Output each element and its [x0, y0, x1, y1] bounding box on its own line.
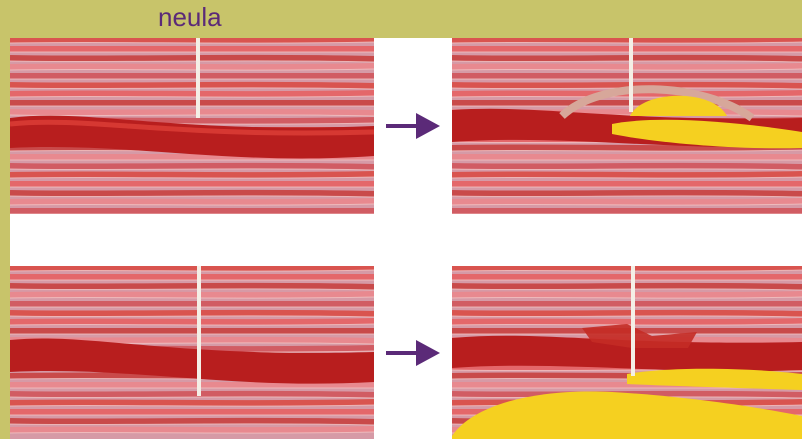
arrow-right-icon	[386, 111, 442, 146]
needle	[629, 38, 633, 112]
muscle-illustration	[452, 38, 802, 214]
panel-bottom-right	[452, 266, 802, 439]
illustration-canvas	[10, 38, 802, 439]
needle-label: neula	[158, 2, 222, 33]
muscle-illustration	[10, 38, 374, 214]
panel-top-left	[10, 38, 374, 214]
muscle-illustration	[10, 266, 374, 439]
panel-bottom-left	[10, 266, 374, 439]
needle	[631, 266, 635, 376]
arrow-right-icon	[386, 338, 442, 373]
needle	[197, 266, 201, 396]
muscle-illustration	[452, 266, 802, 439]
needle	[196, 38, 200, 118]
panel-top-right	[452, 38, 802, 214]
